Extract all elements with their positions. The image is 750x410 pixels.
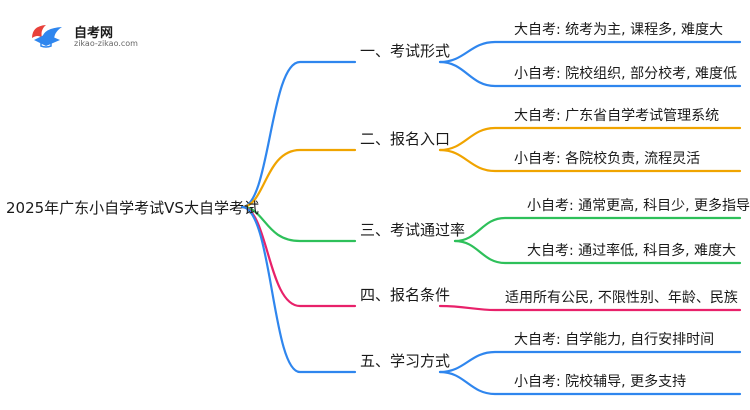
branch-registration-entry: 二、报名入口 [360, 130, 451, 148]
graduation-cap-icon [32, 25, 62, 48]
edge-b5-l2 [438, 370, 742, 396]
edge-b3-l2 [453, 239, 742, 265]
edge-root-b5 [240, 205, 357, 374]
logo-url: zikao-zikao.com [74, 39, 138, 48]
mindmap-root: 2025年广东小自学考试VS大自学考试 [6, 199, 259, 217]
edge-root-b1 [240, 60, 357, 209]
edge-b1-l2 [438, 60, 742, 88]
edge-root-b3 [240, 205, 357, 243]
site-logo[interactable]: 自考网 zikao-zikao.com [30, 22, 170, 52]
edge-root-b2 [240, 148, 357, 209]
branch-pass-rate: 三、考试通过率 [360, 221, 466, 239]
branch-exam-format: 一、考试形式 [360, 42, 451, 60]
edge-b4-l1 [438, 304, 742, 312]
logo-name: 自考网 [74, 26, 114, 41]
leaf-pass-rate-small: 小自考: 通常更高, 科目少, 更多指导 [527, 198, 750, 214]
edge-root-b4 [240, 205, 357, 308]
leaf-exam-format-big: 大自考: 统考为主, 课程多, 难度大 [514, 22, 723, 38]
leaf-pass-rate-big: 大自考: 通过率低, 科目多, 难度大 [527, 243, 736, 259]
leaf-study-method-small: 小自考: 院校辅导, 更多支持 [514, 374, 687, 390]
leaf-registration-small: 小自考: 各院校负责, 流程灵活 [514, 151, 701, 167]
leaf-registration-big: 大自考: 广东省自学考试管理系统 [514, 108, 720, 124]
leaf-exam-format-small: 小自考: 院校组织, 部分校考, 难度低 [514, 66, 737, 82]
leaf-eligibility: 适用所有公民, 不限性别、年龄、民族 [505, 290, 738, 306]
edge-b3-l1 [453, 216, 742, 243]
edge-b2-l2 [438, 148, 742, 173]
leaf-study-method-big: 大自考: 自学能力, 自行安排时间 [514, 332, 715, 348]
branch-eligibility: 四、报名条件 [360, 286, 451, 304]
edge-b5-l1 [438, 350, 742, 374]
branch-study-method: 五、学习方式 [360, 352, 451, 370]
edge-b2-l1 [438, 126, 742, 152]
edge-b1-l1 [438, 40, 742, 64]
